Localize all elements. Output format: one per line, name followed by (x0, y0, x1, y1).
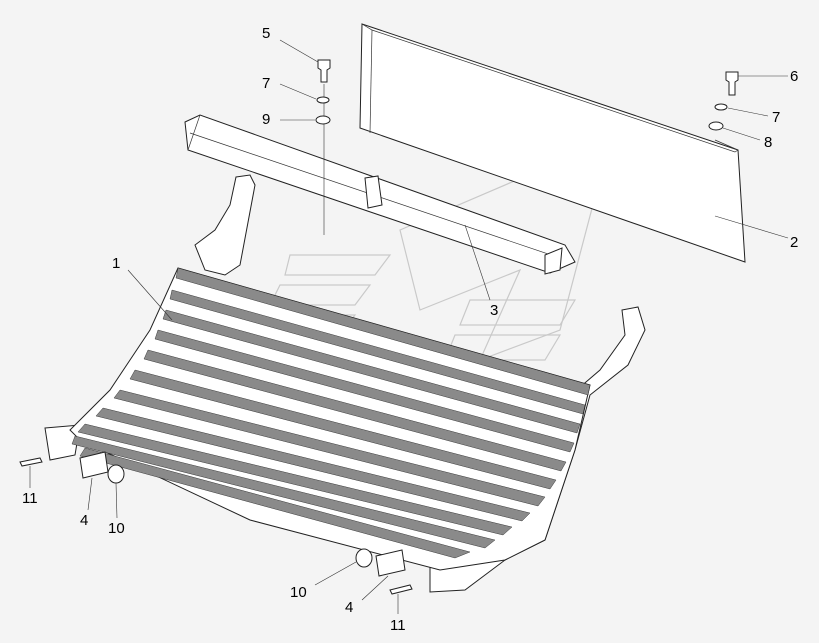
callout-10-right: 10 (290, 584, 307, 601)
bolt-part-5 (279, 39, 331, 235)
callout-9: 9 (262, 111, 270, 128)
plate-part-4-left (79, 451, 109, 511)
bolt-part-6 (725, 71, 788, 96)
beam-part-3 (184, 114, 576, 301)
callout-11-right: 11 (390, 617, 406, 634)
nut-part-8 (708, 121, 761, 141)
concave-grate-part-1 (69, 267, 591, 571)
callout-5: 5 (262, 25, 270, 42)
callout-7-right: 7 (772, 109, 780, 126)
callout-11-left: 11 (22, 490, 38, 507)
washer-part-7-right (714, 103, 769, 117)
callout-6: 6 (790, 68, 798, 85)
callout-4-left: 4 (80, 512, 88, 529)
back-panel-part-2 (359, 23, 789, 263)
callout-1: 1 (112, 255, 120, 272)
bushing-part-10-right (314, 548, 373, 586)
callout-2: 2 (790, 234, 798, 251)
washer-part-7-left (279, 83, 330, 104)
nut-part-9 (280, 115, 331, 125)
bushing-part-10-left (107, 464, 125, 519)
callout-7-left: 7 (262, 75, 270, 92)
callout-labels: 1 2 3 4 4 5 6 7 7 8 9 10 10 11 11 (22, 25, 798, 634)
callout-8: 8 (764, 134, 772, 151)
callout-3: 3 (490, 302, 498, 319)
callout-10-left: 10 (108, 520, 125, 537)
callout-4-right: 4 (345, 599, 353, 616)
plate-part-4-right (361, 549, 406, 601)
pin-part-11-left (19, 457, 43, 488)
grate-bars (71, 267, 591, 559)
pin-part-11-right (389, 584, 413, 614)
left-side-bracket (44, 174, 256, 461)
